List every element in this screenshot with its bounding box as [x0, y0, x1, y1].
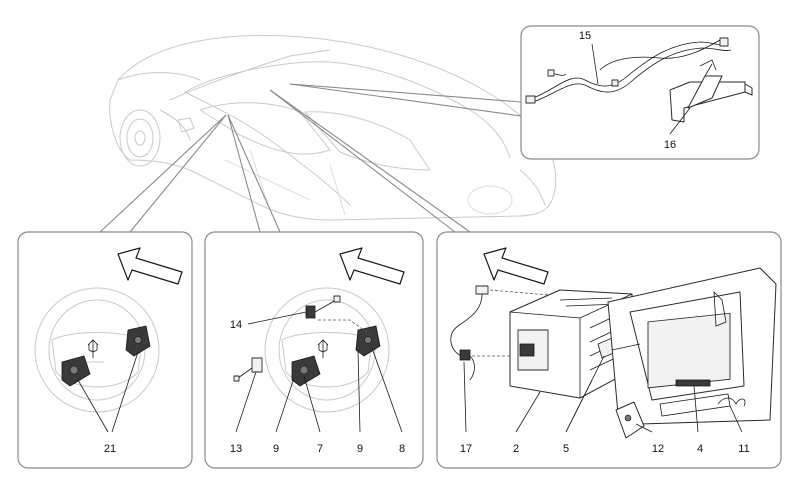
callout-17: 17	[460, 443, 472, 455]
leader-line	[77, 379, 109, 433]
leader-line	[693, 385, 699, 433]
assembly-path	[318, 319, 373, 337]
steering-wheel	[264, 287, 390, 413]
car-outline	[109, 34, 557, 221]
pointer-line	[269, 89, 456, 233]
pointer-line	[227, 114, 281, 233]
callout-15: 15	[579, 30, 591, 42]
leader-line	[235, 371, 257, 433]
steering-switch-left	[61, 355, 91, 387]
usb-cable	[450, 285, 489, 381]
pointer-line	[289, 83, 522, 117]
control-module	[615, 401, 645, 439]
pointer-line	[129, 114, 227, 233]
wiring-harness	[525, 37, 732, 104]
arrow-icon	[483, 247, 549, 285]
callout-16: 16	[664, 139, 676, 151]
callout-8: 8	[399, 443, 405, 455]
steering-wheel	[34, 287, 160, 413]
trident-icon	[317, 339, 329, 358]
assembly-path	[489, 289, 561, 297]
pointer-line	[289, 83, 522, 103]
steering-switch-right	[355, 325, 381, 357]
bracket	[669, 63, 753, 123]
clock-logo	[717, 397, 746, 407]
leader-line	[303, 375, 321, 433]
leader-line	[247, 311, 307, 325]
arrow-icon	[339, 247, 405, 285]
arrow-icon	[117, 247, 183, 285]
leader-line	[729, 405, 743, 433]
trident-icon	[87, 339, 99, 358]
callout-12: 12	[652, 443, 664, 455]
callout-13: 13	[230, 443, 242, 455]
leader-line	[591, 43, 599, 85]
leader-line	[635, 423, 653, 433]
callout-9: 9	[273, 443, 279, 455]
callout-11: 11	[738, 443, 749, 455]
callout-14: 14	[230, 319, 242, 331]
leader-line	[111, 351, 139, 433]
callout-2: 2	[513, 443, 519, 455]
pointer-line	[269, 89, 471, 233]
callout-4: 4	[697, 443, 703, 455]
wheel-connector	[233, 357, 263, 382]
steering-switch-right	[125, 325, 151, 357]
leader-line	[371, 347, 403, 433]
leader-line	[565, 355, 605, 433]
pointer-line	[99, 114, 227, 233]
leader-line	[275, 377, 295, 433]
leader-line	[463, 361, 467, 433]
leader-line	[515, 391, 541, 433]
detail-panel-center-wheel	[204, 231, 424, 469]
steering-switch-left	[291, 355, 321, 387]
radio-chassis	[509, 289, 633, 399]
pointer-line	[227, 114, 261, 233]
detail-panel-wiring	[520, 25, 760, 160]
leader-line	[357, 349, 361, 433]
leader-line	[669, 107, 691, 135]
callout-7: 7	[317, 443, 323, 455]
callout-5: 5	[563, 443, 569, 455]
callout-21: 21	[104, 443, 116, 455]
detail-panel-left-wheel	[17, 231, 193, 469]
callout-9: 9	[357, 443, 363, 455]
